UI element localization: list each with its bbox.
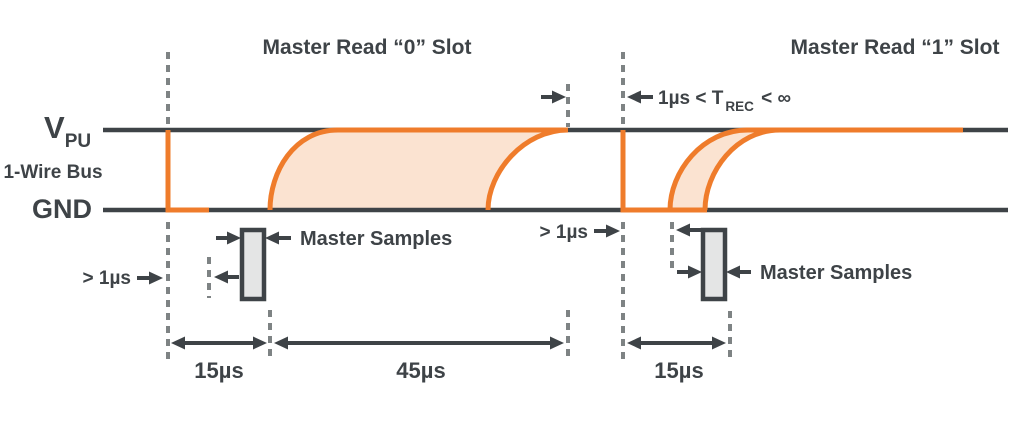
read0-15us-label: 15µs	[194, 358, 243, 383]
read0-rise-earliest	[267, 127, 339, 211]
read1-gt1us-arrow-right	[594, 224, 620, 238]
read1-release-arrow-left	[676, 223, 701, 237]
read0-release-arrow-left	[214, 270, 239, 284]
read0-sample-window	[239, 227, 267, 302]
read1-rise-earliest	[667, 127, 749, 211]
read0-gt1us-arrow-right	[137, 271, 163, 285]
read0-gt1us-label: > 1µs	[83, 268, 131, 289]
vpu-label: VPU	[44, 110, 91, 152]
read1-15us-dimension-arrow	[627, 336, 726, 350]
gnd-label: GND	[32, 194, 92, 224]
read0-master-samples-label: Master Samples	[300, 228, 452, 250]
read1-release-window-fill	[670, 130, 780, 210]
read1-sample-arrow-right	[677, 265, 702, 279]
read1-master-samples-label: Master Samples	[760, 262, 912, 284]
read0-sample-arrow-left	[265, 231, 291, 245]
read0-release-window-fill	[270, 130, 568, 210]
read0-15us-dimension-arrow	[171, 336, 267, 350]
read0-sample-arrow-right	[216, 231, 241, 245]
read0-45us-label: 45µs	[396, 358, 445, 383]
read0-end-arrow-right	[541, 90, 566, 104]
read1-gt1us-label: > 1µs	[540, 222, 588, 243]
read0-45us-dimension-arrow	[274, 336, 564, 350]
read1-sample-window	[700, 227, 728, 302]
read0-slot-title: Master Read “0” Slot	[263, 36, 472, 59]
read1-slot-title: Master Read “1” Slot	[791, 36, 1000, 59]
bus-name-label: 1-Wire Bus	[3, 162, 102, 183]
read1-15us-label: 15µs	[654, 358, 703, 383]
read1-sample-arrow-left	[726, 265, 751, 279]
trec-arrow-left	[627, 90, 653, 104]
